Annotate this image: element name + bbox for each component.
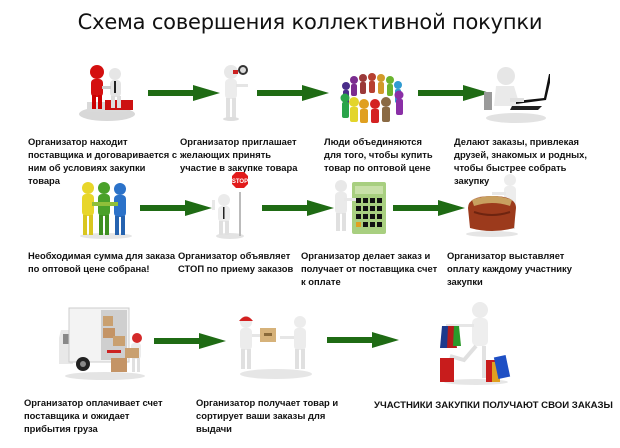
step-caption-9: Организатор оплачивает счет поставщика и… bbox=[24, 397, 163, 434]
step-caption-4: Делают заказы, привлекая друзей, знакомы… bbox=[454, 136, 587, 186]
shopping-bags-person-icon bbox=[440, 302, 511, 385]
calculator-person-icon bbox=[335, 180, 386, 234]
arrow-right-icon bbox=[140, 200, 212, 216]
arrow-right-icon bbox=[393, 200, 465, 216]
stop-sign-person-icon: STOP bbox=[212, 172, 248, 239]
step-caption-10: Организатор получает товар и сортирует в… bbox=[196, 397, 339, 434]
step-caption-1: Организатор находит поставщика и договар… bbox=[28, 136, 178, 186]
step-caption-8: Организатор выставляет оплату каждому уч… bbox=[447, 250, 572, 287]
team-huddle-icon bbox=[80, 182, 132, 239]
package-handover-icon bbox=[239, 316, 312, 379]
arrow-right-icon bbox=[148, 85, 220, 101]
delivery-truck-icon bbox=[59, 307, 145, 380]
step-caption-5: Необходимая сумма для заказа по оптовой … bbox=[28, 250, 176, 274]
diagram-title: Схема совершения коллективной покупки bbox=[77, 10, 543, 34]
step-caption-3: Люди объединяются для того, чтобы купить… bbox=[324, 136, 433, 173]
arrow-right-icon bbox=[154, 333, 226, 349]
step-caption-2: Организатор приглашает желающих принять … bbox=[180, 136, 298, 173]
step-caption-7: Организатор делает заказ и получает от п… bbox=[301, 250, 438, 287]
arrow-right-icon bbox=[327, 332, 399, 348]
person-laptop-icon bbox=[484, 67, 550, 123]
step-caption-11-final: УЧАСТНИКИ ЗАКУПКИ ПОЛУЧАЮТ СВОИ ЗАКАЗЫ bbox=[374, 400, 613, 411]
money-bag-person-icon bbox=[466, 174, 518, 237]
people-circle-icon bbox=[340, 73, 404, 123]
arrow-right-icon bbox=[262, 200, 334, 216]
megaphone-person-icon bbox=[223, 65, 248, 121]
arrow-right-icon bbox=[418, 85, 490, 101]
stop-sign-label: STOP bbox=[232, 179, 248, 185]
step-caption-6: Организатор объявляет СТОП по приему зак… bbox=[178, 250, 294, 274]
handshake-puzzle-icon bbox=[79, 65, 135, 121]
arrow-right-icon bbox=[257, 85, 329, 101]
